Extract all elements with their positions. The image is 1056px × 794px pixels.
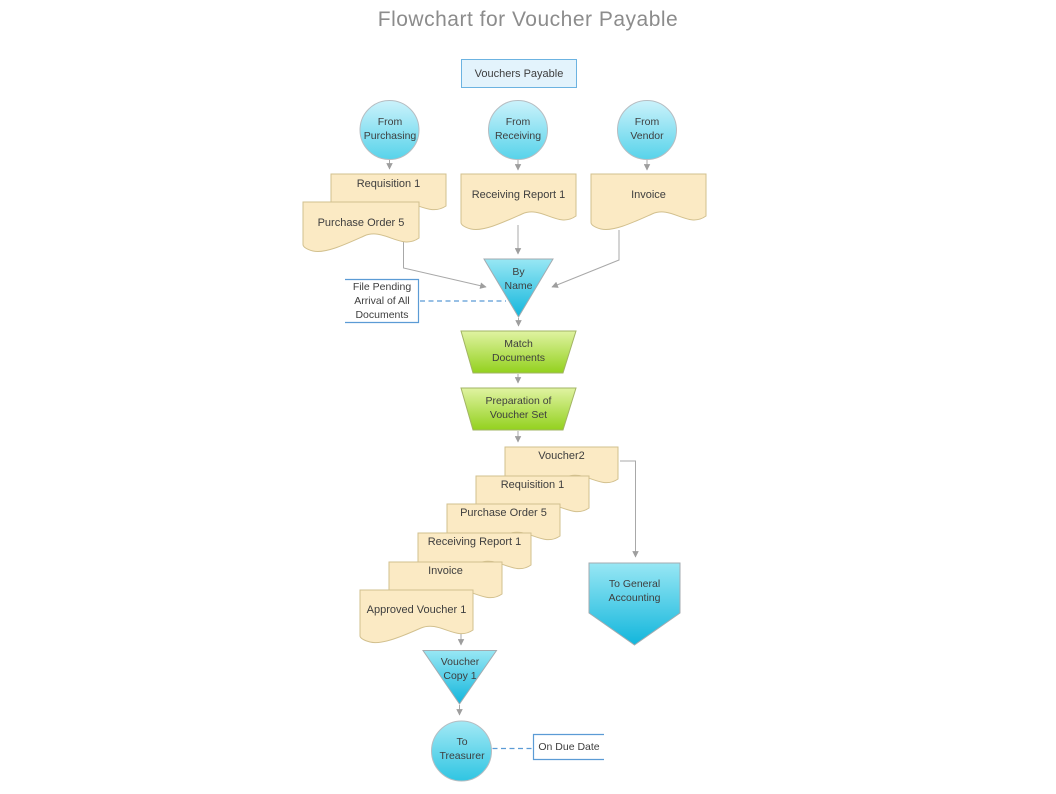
receiving-report-1-set-label: Receiving Report 1 xyxy=(427,536,522,548)
connector-purchase-order-to-by-name xyxy=(403,240,487,289)
purchase-order-5-label: Purchase Order 5 xyxy=(317,217,405,229)
vouchers-payable-node: Vouchers Payable xyxy=(461,59,577,88)
from-vendor-shape xyxy=(617,100,677,160)
approved-voucher-1-label: Approved Voucher 1 xyxy=(366,604,467,616)
to-general-accounting-label: To General Accounting xyxy=(608,578,661,604)
voucher-copy-1-label: Voucher Copy 1 xyxy=(440,656,480,682)
connector-voucher2-to-general-accounting xyxy=(620,460,639,558)
invoice-set-label: Invoice xyxy=(428,565,463,577)
page-title: Flowchart for Voucher Payable xyxy=(377,8,679,31)
requisition-1-label: Requisition 1 xyxy=(356,178,421,190)
invoice-shape xyxy=(590,173,707,231)
by-name-shape xyxy=(483,258,554,318)
green-shapes xyxy=(460,330,577,431)
from-vendor-label: From Vendor xyxy=(630,116,664,142)
voucher-2-label: Voucher2 xyxy=(538,450,585,462)
to-treasurer-label: To Treasurer xyxy=(439,736,485,762)
terminal-circles xyxy=(359,100,677,782)
match-documents-shape xyxy=(460,330,577,374)
from-purchasing-label: From Purchasing xyxy=(363,116,417,142)
preparation-of-voucher-set-label: Preparation of Voucher Set xyxy=(485,395,552,421)
on-due-date-annotation: On Due Date xyxy=(538,741,600,753)
invoice-label: Invoice xyxy=(631,189,666,201)
on-due-date-bracket xyxy=(532,733,604,761)
voucher-copy-1-shape xyxy=(422,650,498,705)
cyan-shapes xyxy=(422,258,681,705)
file-pending-bracket xyxy=(345,278,420,324)
from-receiving-label: From Receiving xyxy=(494,116,542,142)
receiving-report-1-label: Receiving Report 1 xyxy=(471,189,566,201)
to-treasurer-shape xyxy=(431,720,492,782)
vouchers-payable-label: Vouchers Payable xyxy=(474,67,564,80)
from-purchasing-shape xyxy=(359,100,420,160)
connectors xyxy=(386,159,651,716)
preparation-of-voucher-set-shape xyxy=(460,387,577,431)
annotation-lines xyxy=(345,278,604,761)
connector-invoice-to-by-name xyxy=(551,230,620,288)
file-pending-annotation: File Pending Arrival of All Documents xyxy=(352,281,412,321)
from-receiving-shape xyxy=(488,100,548,160)
purchase-order-5-set-label: Purchase Order 5 xyxy=(460,507,547,519)
document-shapes xyxy=(302,173,707,644)
match-documents-label: Match Documents xyxy=(491,338,546,364)
requisition-1-set-label: Requisition 1 xyxy=(500,479,565,491)
purchase-order-5-shape xyxy=(302,201,420,253)
receiving-report-1-shape xyxy=(460,173,577,231)
by-name-label: By Name xyxy=(504,266,533,292)
to-general-accounting-shape xyxy=(588,562,681,646)
approved-voucher-1-shape xyxy=(359,589,474,644)
